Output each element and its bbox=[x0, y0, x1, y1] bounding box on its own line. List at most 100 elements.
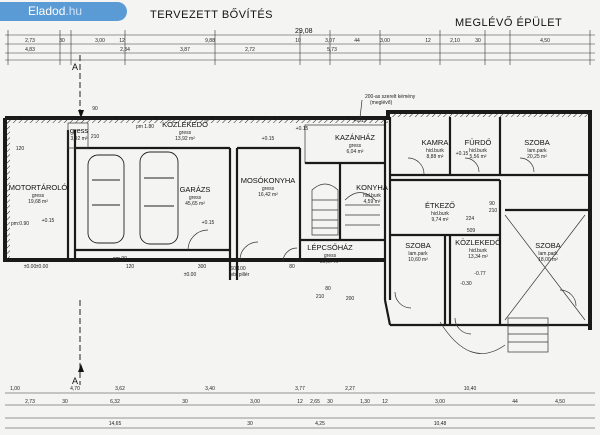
dim-label: 30 bbox=[475, 38, 481, 44]
stair bbox=[311, 183, 549, 353]
opening-label: 200 bbox=[346, 296, 355, 302]
opening-label: 210 bbox=[91, 134, 100, 140]
dim-label: 12 bbox=[119, 38, 125, 44]
room-name: LÉPCSŐHÁZ bbox=[307, 243, 353, 252]
room-floor: gress bbox=[349, 143, 362, 149]
room-area: 13,34 m² bbox=[468, 254, 488, 260]
room-floor: hid.burk bbox=[469, 248, 487, 254]
section-label-top: A bbox=[72, 62, 78, 72]
level-mark: ±0.00 bbox=[24, 264, 37, 270]
dim-label: 1,00 bbox=[10, 386, 20, 392]
car-right bbox=[139, 151, 179, 245]
room-floor: gress bbox=[179, 130, 192, 136]
level-mark: +0.15 bbox=[456, 151, 469, 157]
dim-label: 5,73 bbox=[327, 47, 337, 53]
room-area: 6,04 m² bbox=[347, 149, 364, 155]
opening-label: 80 bbox=[289, 264, 295, 270]
opening-label: 210 bbox=[489, 208, 498, 214]
section-marker-bottom: A bbox=[72, 300, 84, 386]
level-mark: +0.15 bbox=[354, 118, 367, 124]
level-mark: pm:0.90 bbox=[11, 221, 29, 227]
room-area: 10,60 m² bbox=[408, 257, 428, 263]
room-area: 18,00 m² bbox=[538, 257, 558, 263]
room-name: MOSÓKONYHA bbox=[241, 176, 296, 185]
room-name: SZOBA bbox=[405, 241, 430, 250]
room-floor: hid.burk bbox=[426, 148, 444, 154]
dim-label: 30 bbox=[247, 421, 253, 427]
level-mark: +0.15 bbox=[202, 220, 215, 226]
dim-label: 12 bbox=[382, 399, 388, 405]
dim-label: 44 bbox=[354, 38, 360, 44]
level-mark: ±0.00 bbox=[184, 272, 197, 278]
dim-label: 3,40 bbox=[205, 386, 215, 392]
level-mark: +0.15 bbox=[42, 218, 55, 224]
opening-label: pm 90 bbox=[113, 256, 127, 262]
dimensions-top: 29,08 bbox=[5, 28, 595, 65]
room-area: 3,92 m² bbox=[71, 136, 88, 142]
title-new: TERVEZETT BŐVÍTÉS bbox=[150, 7, 273, 21]
dim-label: 4,83 bbox=[25, 47, 35, 53]
room-area: 45,65 m² bbox=[185, 201, 205, 207]
room-area: 16,42 m² bbox=[258, 192, 278, 198]
room-floor: gress bbox=[324, 253, 337, 259]
dim-label: 2,65 bbox=[310, 399, 320, 405]
opening-label: 60 bbox=[267, 116, 273, 122]
room-area: 5,56 m² bbox=[470, 154, 487, 160]
room-floor: hid.burk bbox=[363, 193, 381, 199]
dim-label: 4,25 bbox=[315, 421, 325, 427]
opening-label: 224 bbox=[466, 216, 475, 222]
brand-suffix: .hu bbox=[65, 4, 83, 18]
room-floor: lam.park bbox=[538, 251, 558, 257]
dim-label: 3,00 bbox=[380, 38, 390, 44]
level-marks: ±0.00+0.15+0.15±0.00+0.15+0.15-0.30±0.00… bbox=[11, 118, 486, 287]
opening-label: 90 bbox=[92, 106, 98, 112]
dim-label: 12 bbox=[425, 38, 431, 44]
room-area: 20,67 m² bbox=[320, 259, 340, 265]
room-area: 13,92 m² bbox=[175, 136, 195, 142]
dim-label: 4,50 bbox=[555, 399, 565, 405]
opening-label: 300 bbox=[198, 264, 207, 270]
dim-label: 44 bbox=[512, 399, 518, 405]
room-name: FÜRDŐ bbox=[465, 138, 492, 147]
dim-label: 4,50 bbox=[540, 38, 550, 44]
dim-label: 3,00 bbox=[95, 38, 105, 44]
room-floor: gress bbox=[262, 186, 275, 192]
dim-label: 2,10 bbox=[450, 38, 460, 44]
section-label-bottom: A bbox=[72, 376, 78, 386]
dim-label: 6,32 bbox=[110, 399, 120, 405]
opening-label: 210 bbox=[316, 294, 325, 300]
dim-label: 3,00 bbox=[250, 399, 260, 405]
room-area: 20,25 m² bbox=[527, 154, 547, 160]
opening-label: 100 bbox=[296, 258, 305, 264]
room-name: ÉTKEZŐ bbox=[425, 201, 455, 210]
dim-label: 12 bbox=[297, 399, 303, 405]
room-name: SZOBA bbox=[535, 241, 560, 250]
level-mark: ±0.00 bbox=[36, 264, 49, 270]
brand-name: Eladod bbox=[28, 4, 66, 18]
dim-label: 1,30 bbox=[360, 399, 370, 405]
room-area: 19,68 m² bbox=[28, 199, 48, 205]
floor-marks bbox=[504, 214, 586, 321]
dim-label: 30 bbox=[62, 399, 68, 405]
room-name: KÖZLEKEDŐ bbox=[162, 120, 208, 129]
dim-label: 2,72 bbox=[245, 47, 255, 53]
dim-total: 29,08 bbox=[295, 28, 313, 35]
opening-label: 60/100 bbox=[230, 266, 246, 272]
dim-label: 10,40 bbox=[464, 386, 477, 392]
room-floor: lam.park bbox=[408, 251, 428, 257]
dim-label: 2,34 bbox=[120, 47, 130, 53]
watermark-badge: Eladod.hu bbox=[0, 2, 127, 21]
dim-label: 10,48 bbox=[434, 421, 447, 427]
